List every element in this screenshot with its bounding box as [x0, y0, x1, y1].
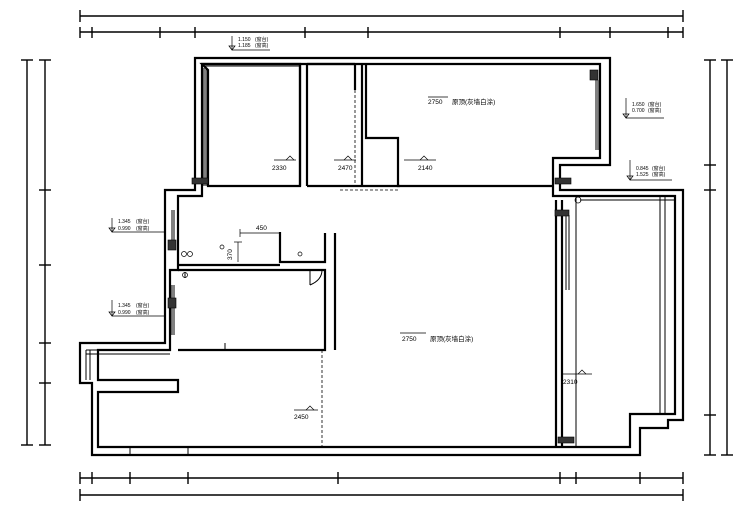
svg-text:0.700: 0.700 — [632, 108, 645, 114]
svg-text:(窗高): (窗高) — [652, 171, 666, 178]
height-right-balcony: 2310 — [563, 379, 578, 386]
walls — [78, 56, 685, 457]
window-mark-left-lower: 1.345 (窗台) 0.990 (窗高) — [108, 300, 166, 317]
window-mark-left-upper: 1.345 (窗台) 0.990 (窗高) — [108, 218, 166, 233]
svg-text:(窗高): (窗高) — [255, 42, 269, 49]
svg-text:(窗台): (窗台) — [255, 36, 269, 43]
dimension-lines — [21, 10, 733, 501]
height-corridor: 2470 — [338, 165, 353, 172]
svg-text:1.185: 1.185 — [238, 43, 251, 49]
svg-text:1.650: 1.650 — [632, 102, 645, 108]
window-mark-right: 1.650 (窗台) 0.700 (窗高) — [622, 98, 664, 119]
svg-text:(窗高): (窗高) — [136, 309, 150, 316]
dimension-450: 450 — [239, 225, 280, 237]
svg-text:(窗高): (窗高) — [648, 107, 662, 114]
ceiling-finish-top-right: 原顶(灰墙白涂) — [452, 97, 495, 106]
height-mark-top-right-lower: 2140 — [404, 155, 436, 172]
svg-text:1.525: 1.525 — [636, 172, 649, 178]
svg-text:(窗高): (窗高) — [136, 225, 150, 232]
dimension-370: 370 — [227, 241, 242, 262]
height-mark-left-bedroom: 2330 — [272, 155, 296, 172]
ceiling-height-top-right: 2750 — [428, 99, 443, 106]
ceiling-height-main-hall: 2750 — [402, 336, 417, 343]
svg-text:0.990: 0.990 — [118, 310, 131, 316]
height-top-right-lower: 2140 — [418, 165, 433, 172]
height-mark-bottom-left: 2450 — [294, 405, 318, 421]
ceiling-finish-main-hall: 原顶(灰墙白涂) — [430, 334, 473, 343]
height-bottom-left: 2450 — [294, 414, 309, 421]
window-mark-right-door: 0.845 (窗台) 1.525 (窗高) — [626, 160, 672, 181]
height-left-bedroom: 2330 — [272, 165, 287, 172]
svg-text:1.345: 1.345 — [118, 303, 131, 309]
columns — [167, 69, 599, 444]
ceiling-label-top-right: 2750 原顶(灰墙白涂) — [428, 96, 495, 106]
window-mark-top: 1.150 (窗台) 1.185 (窗高) — [228, 36, 270, 51]
svg-text:(窗台): (窗台) — [136, 218, 150, 225]
svg-text:(窗台): (窗台) — [136, 302, 150, 309]
svg-text:0.990: 0.990 — [118, 226, 131, 232]
height-mark-right-balcony: 2310 — [562, 369, 592, 386]
svg-text:0.845: 0.845 — [636, 166, 649, 172]
ceiling-label-main-hall: 2750 原顶(灰墙白涂) — [400, 332, 473, 343]
dim-width-value: 450 — [256, 225, 267, 232]
dim-height-value: 370 — [227, 249, 234, 260]
svg-text:(窗台): (窗台) — [648, 101, 662, 108]
svg-text:1.150: 1.150 — [238, 37, 251, 43]
svg-text:1.345: 1.345 — [118, 219, 131, 225]
height-mark-corridor: 2470 — [334, 155, 356, 172]
svg-text:(窗台): (窗台) — [652, 165, 666, 172]
